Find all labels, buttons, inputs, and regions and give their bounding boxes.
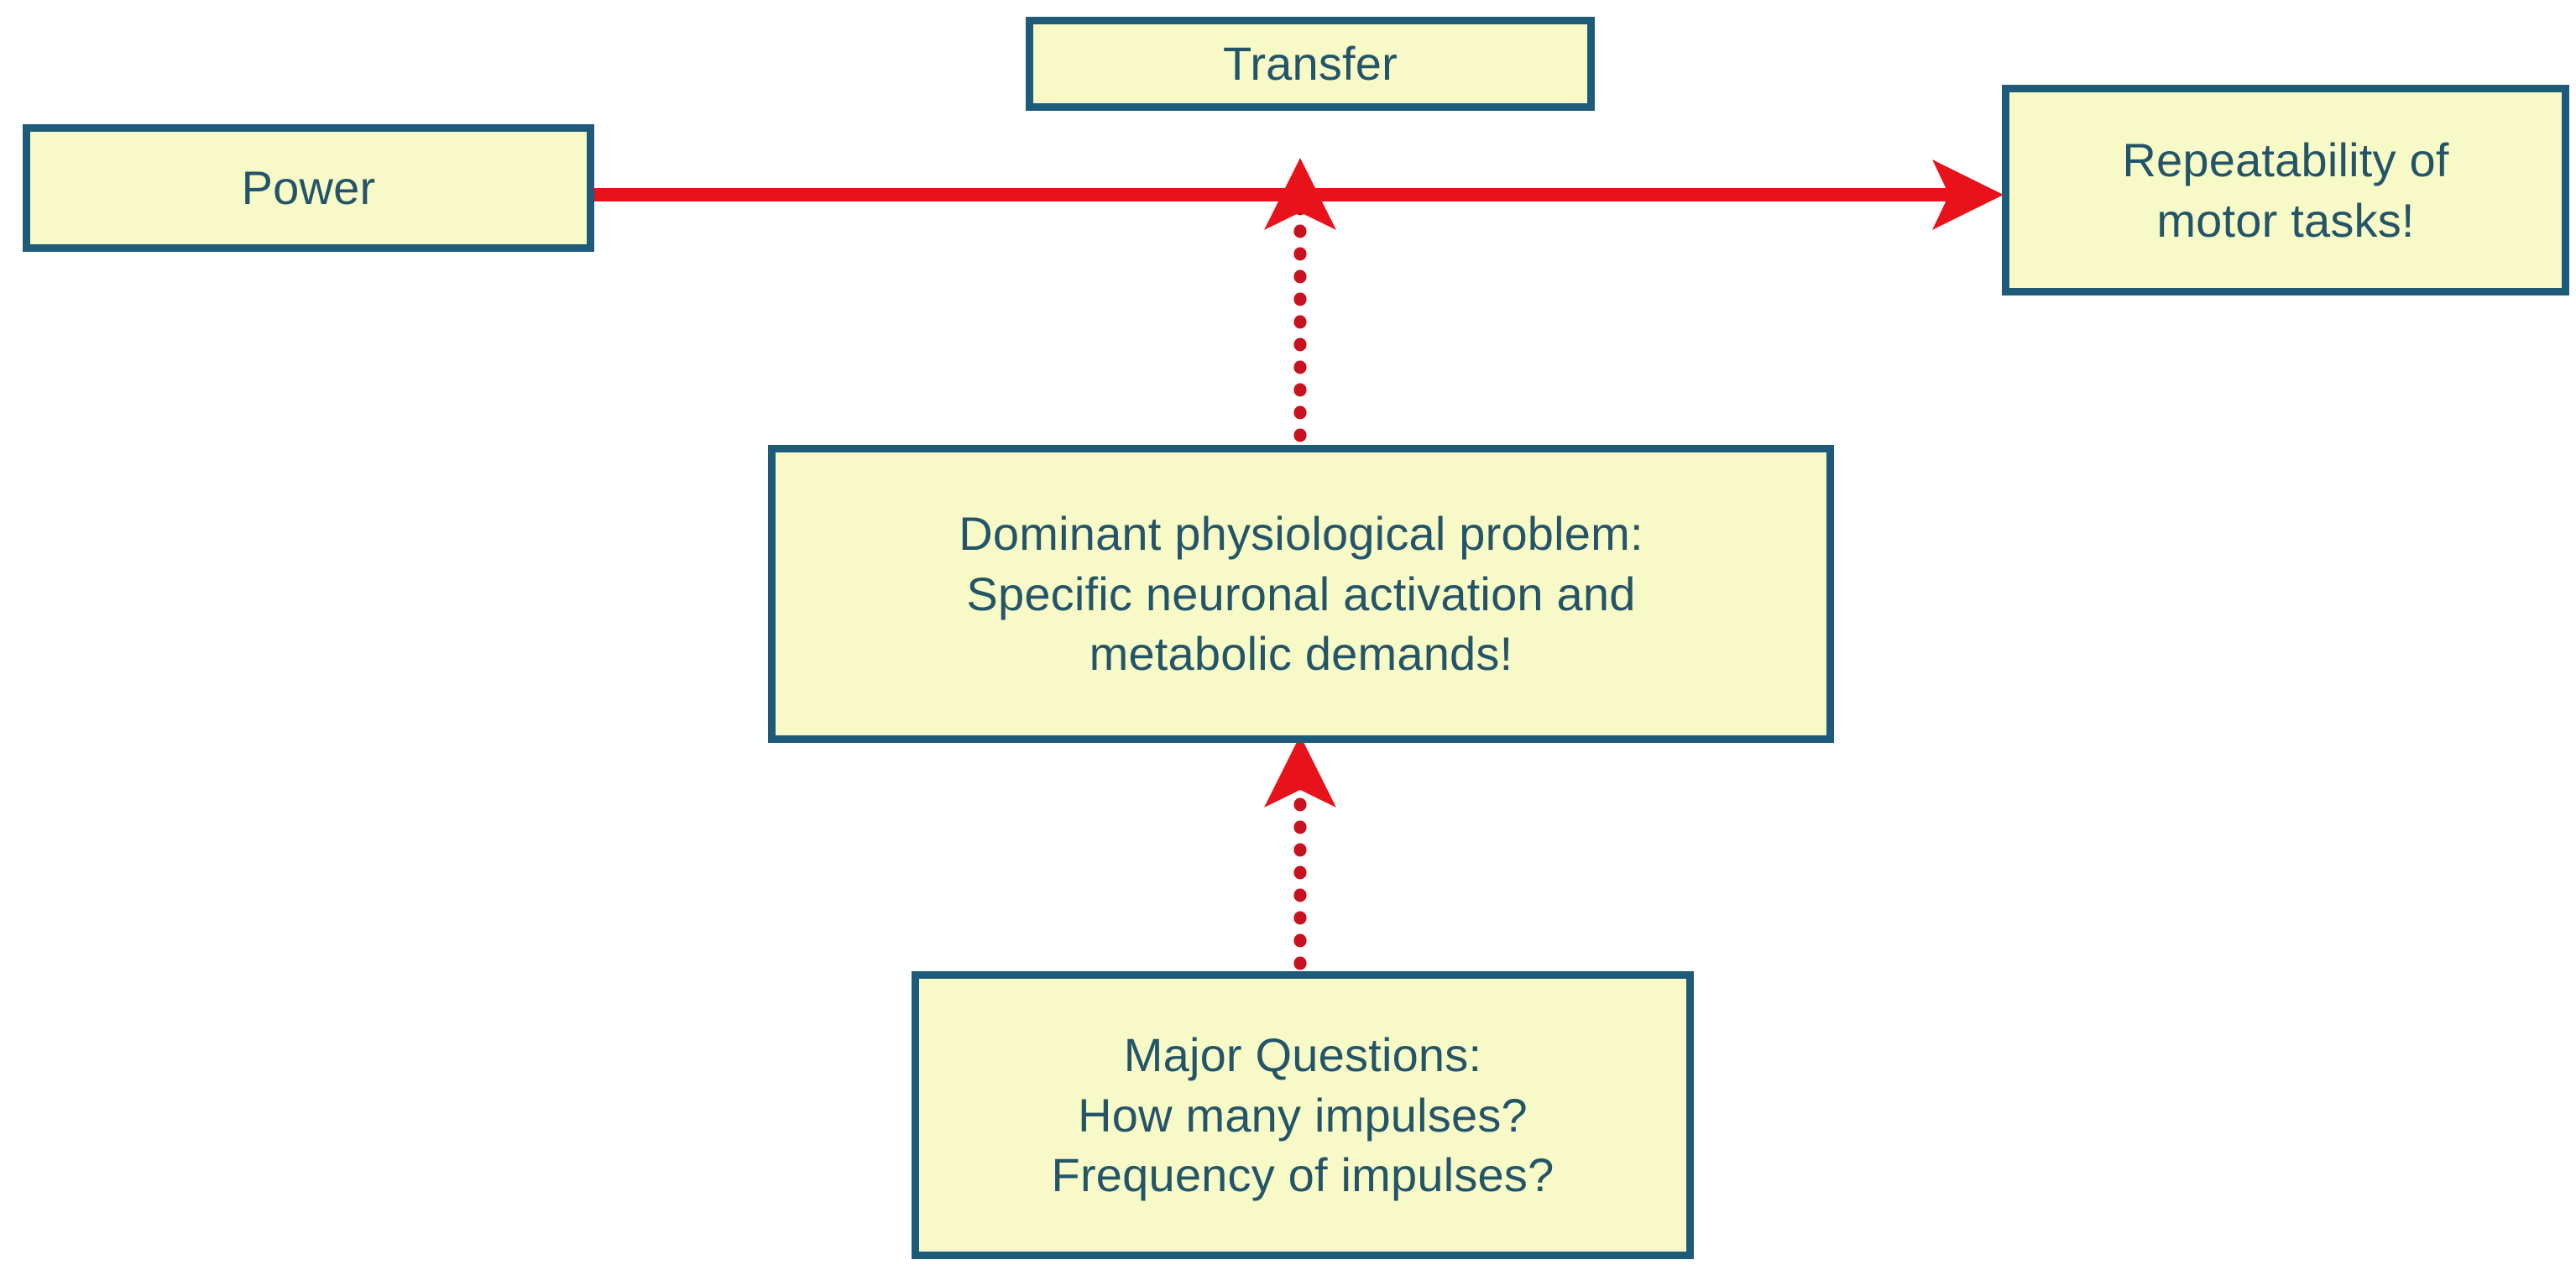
node-power[interactable]: Power xyxy=(23,124,594,252)
connector-questions-to-dominant xyxy=(1264,735,1336,993)
node-dominant-problem-label: Dominant physiological problem: Specific… xyxy=(959,506,1643,681)
arrowhead-right-icon xyxy=(1932,159,2004,230)
node-major-questions[interactable]: Major Questions: How many impulses? Freq… xyxy=(912,971,1694,1259)
node-transfer-label: Transfer xyxy=(1222,37,1398,91)
connector-power-to-repeatability xyxy=(593,159,2004,230)
node-major-questions-label: Major Questions: How many impulses? Freq… xyxy=(1051,1027,1554,1202)
arrowhead-up-icon xyxy=(1264,735,1336,808)
node-transfer[interactable]: Transfer xyxy=(1026,17,1595,111)
node-repeatability-label: Repeatability of motor tasks! xyxy=(2122,133,2449,247)
node-dominant-problem[interactable]: Dominant physiological problem: Specific… xyxy=(768,445,1834,743)
arrowhead-up-icon xyxy=(1264,158,1336,230)
node-repeatability[interactable]: Repeatability of motor tasks! xyxy=(2002,85,2569,295)
node-power-label: Power xyxy=(241,161,376,215)
